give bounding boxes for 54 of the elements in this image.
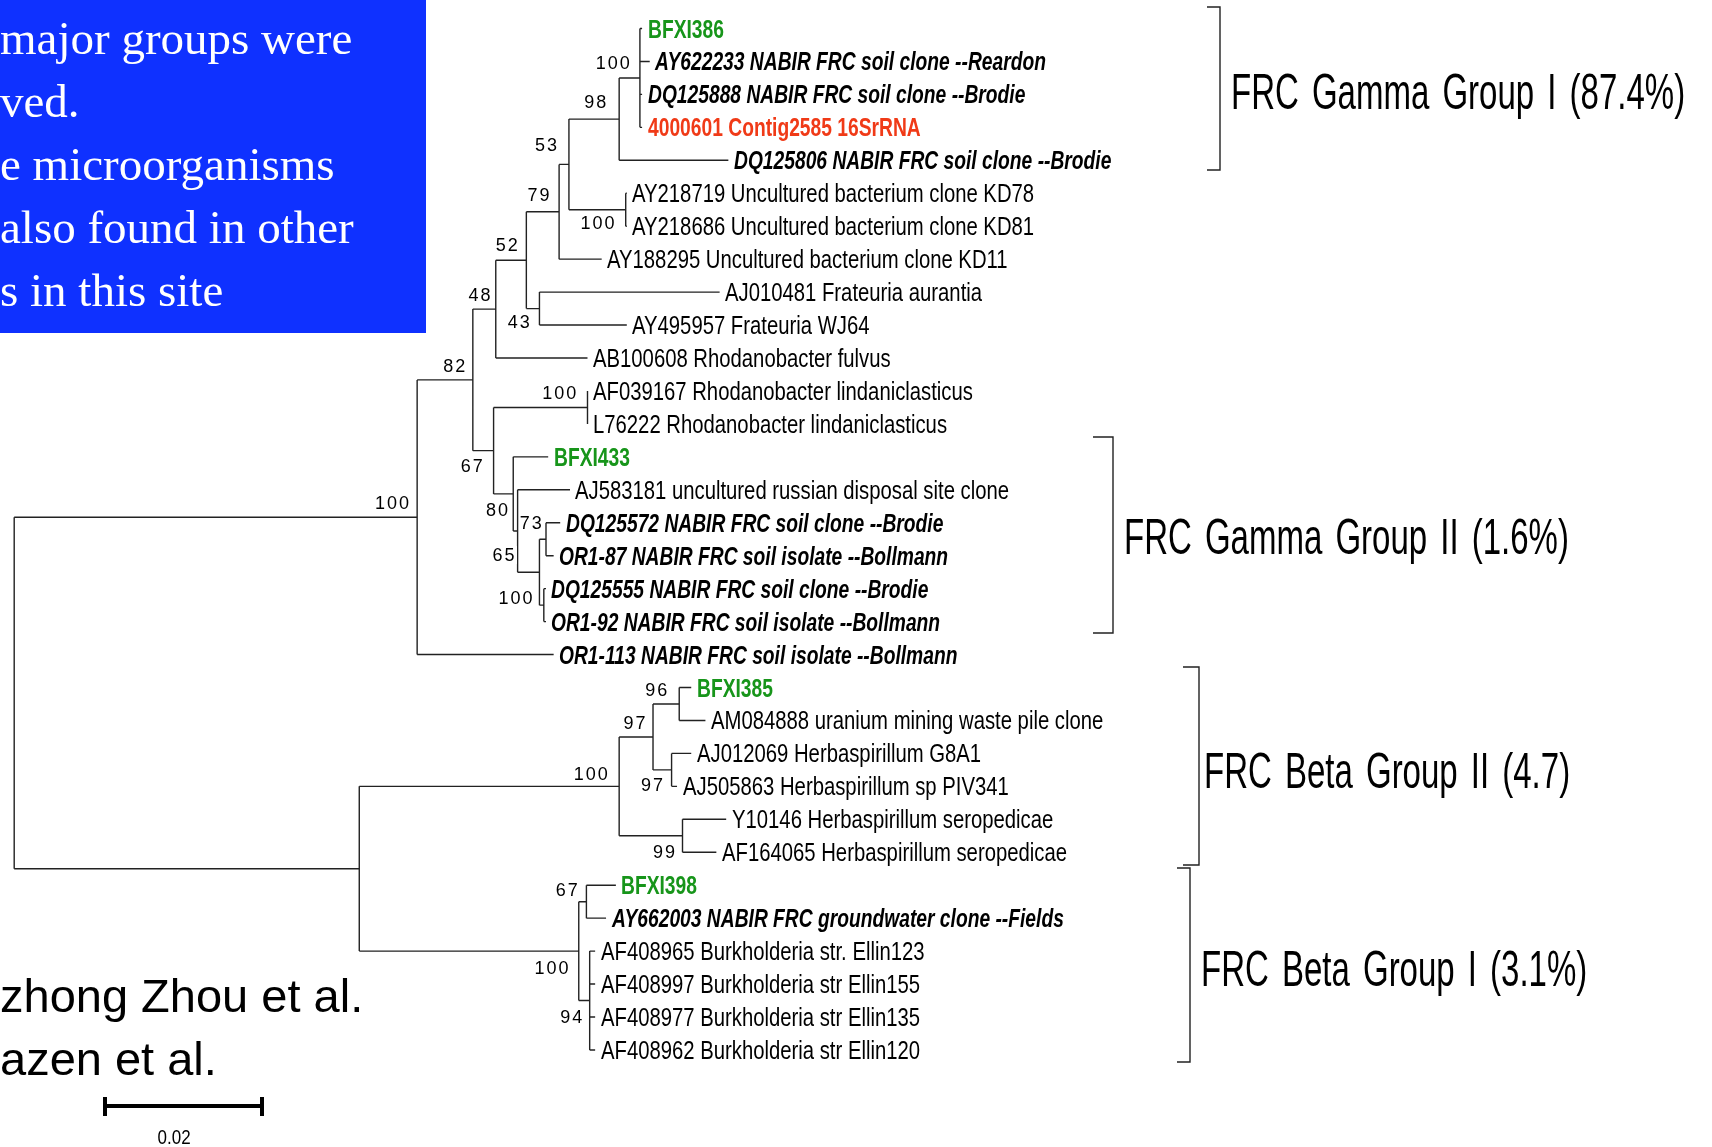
sequence-name: AF408965 Burkholderia str. Ellin123 — [600, 936, 925, 966]
group-label: FRC Gamma Group II (1.6%) — [1123, 509, 1569, 565]
sequence-name: AY622233 NABIR FRC soil clone --Reardon — [655, 47, 1047, 76]
sequence-name: AF408962 Burkholderia str Ellin120 — [600, 1035, 920, 1065]
sequence-name: AY218719 Uncultured bacterium clone KD78 — [632, 178, 1035, 208]
group-label: FRC Beta Group I (3.1%) — [1201, 941, 1588, 997]
sequence-name: DQ125806 NABIR FRC soil clone --Brodie — [733, 146, 1112, 175]
sequence-name: DQ125888 NABIR FRC soil clone --Brodie — [647, 80, 1025, 109]
bootstrap-value: 94 — [560, 1007, 585, 1026]
bootstrap-value: 98 — [584, 92, 609, 111]
sequence-name: L76222 Rhodanobacter lindaniclasticus — [592, 409, 947, 439]
bootstrap-value: 100 — [534, 958, 571, 977]
sequence-name: AF164065 Herbaspirillum seropedicae — [721, 837, 1067, 867]
bullet-text: e microorganisms also found in other s in this site — [0, 137, 355, 318]
sample-name: BFXI386 — [647, 14, 724, 43]
sequence-name: AY662003 NABIR FRC groundwater clone --Fields — [611, 903, 1064, 933]
sequence-name: AY188295 Uncultured bacterium clone KD11 — [607, 244, 1008, 274]
sequence-name: AF039167 Rhodanobacter lindaniclasticus — [592, 376, 973, 406]
bootstrap-value: 100 — [580, 213, 617, 232]
sequence-name: AY218686 Uncultured bacterium clone KD81 — [632, 211, 1035, 241]
citation-text: azen et al. — [0, 1033, 217, 1086]
sequence-name: AJ012069 Herbaspirillum G8A1 — [696, 739, 981, 768]
bootstrap-value: 48 — [468, 285, 493, 304]
group-label: FRC Gamma Group I (87.4%) — [1230, 64, 1685, 120]
sequence-name: AM084888 uranium mining waste pile clone — [710, 706, 1104, 735]
sequence-name: AB100608 Rhodanobacter fulvus — [592, 343, 891, 373]
bootstrap-value: 82 — [443, 356, 468, 375]
bullet-text: major groups were ved. — [0, 11, 354, 129]
scale-bar-value: 0.02 — [157, 1125, 191, 1147]
sequence-name: AJ583181 uncultured russian disposal site clone — [575, 475, 1010, 505]
bootstrap-value: 97 — [623, 713, 648, 732]
bootstrap-value: 80 — [485, 500, 510, 519]
bootstrap-value: 99 — [653, 842, 678, 861]
bootstrap-value: 67 — [555, 880, 580, 899]
sequence-name: AJ010481 Frateuria aurantia — [725, 277, 983, 307]
sequence-name: DQ125555 NABIR FRC soil clone --Brodie — [551, 574, 929, 603]
bootstrap-value: 52 — [495, 235, 520, 254]
sequence-name: OR1-113 NABIR FRC soil isolate --Bollmann — [559, 640, 958, 669]
sequence-name: DQ125572 NABIR FRC soil clone --Brodie — [565, 508, 944, 538]
sequence-name: AF408977 Burkholderia str Ellin135 — [600, 1002, 920, 1032]
bootstrap-value: 65 — [492, 545, 517, 564]
sequence-name: Y10146 Herbaspirillum seropedicae — [731, 805, 1053, 834]
query-sequence-name: 4000601 Contig2585 16SrRNA — [647, 113, 921, 142]
sequence-name: OR1-92 NABIR FRC soil isolate --Bollmann — [551, 607, 941, 636]
sequence-name: AF408997 Burkholderia str Ellin155 — [600, 969, 920, 999]
sequence-name: OR1-87 NABIR FRC soil isolate --Bollmann — [559, 541, 949, 570]
sample-name: BFXI433 — [553, 442, 630, 472]
sample-name: BFXI385 — [696, 673, 773, 702]
sequence-name: AJ505863 Herbaspirillum sp PIV341 — [682, 772, 1009, 801]
group-label: FRC Beta Group II (4.7) — [1204, 743, 1571, 799]
sequence-name: AY495957 Frateuria WJ64 — [632, 310, 870, 340]
sample-name: BFXI398 — [621, 870, 698, 900]
citation-text: zhong Zhou et al. — [0, 970, 364, 1022]
text-panel — [0, 0, 426, 333]
